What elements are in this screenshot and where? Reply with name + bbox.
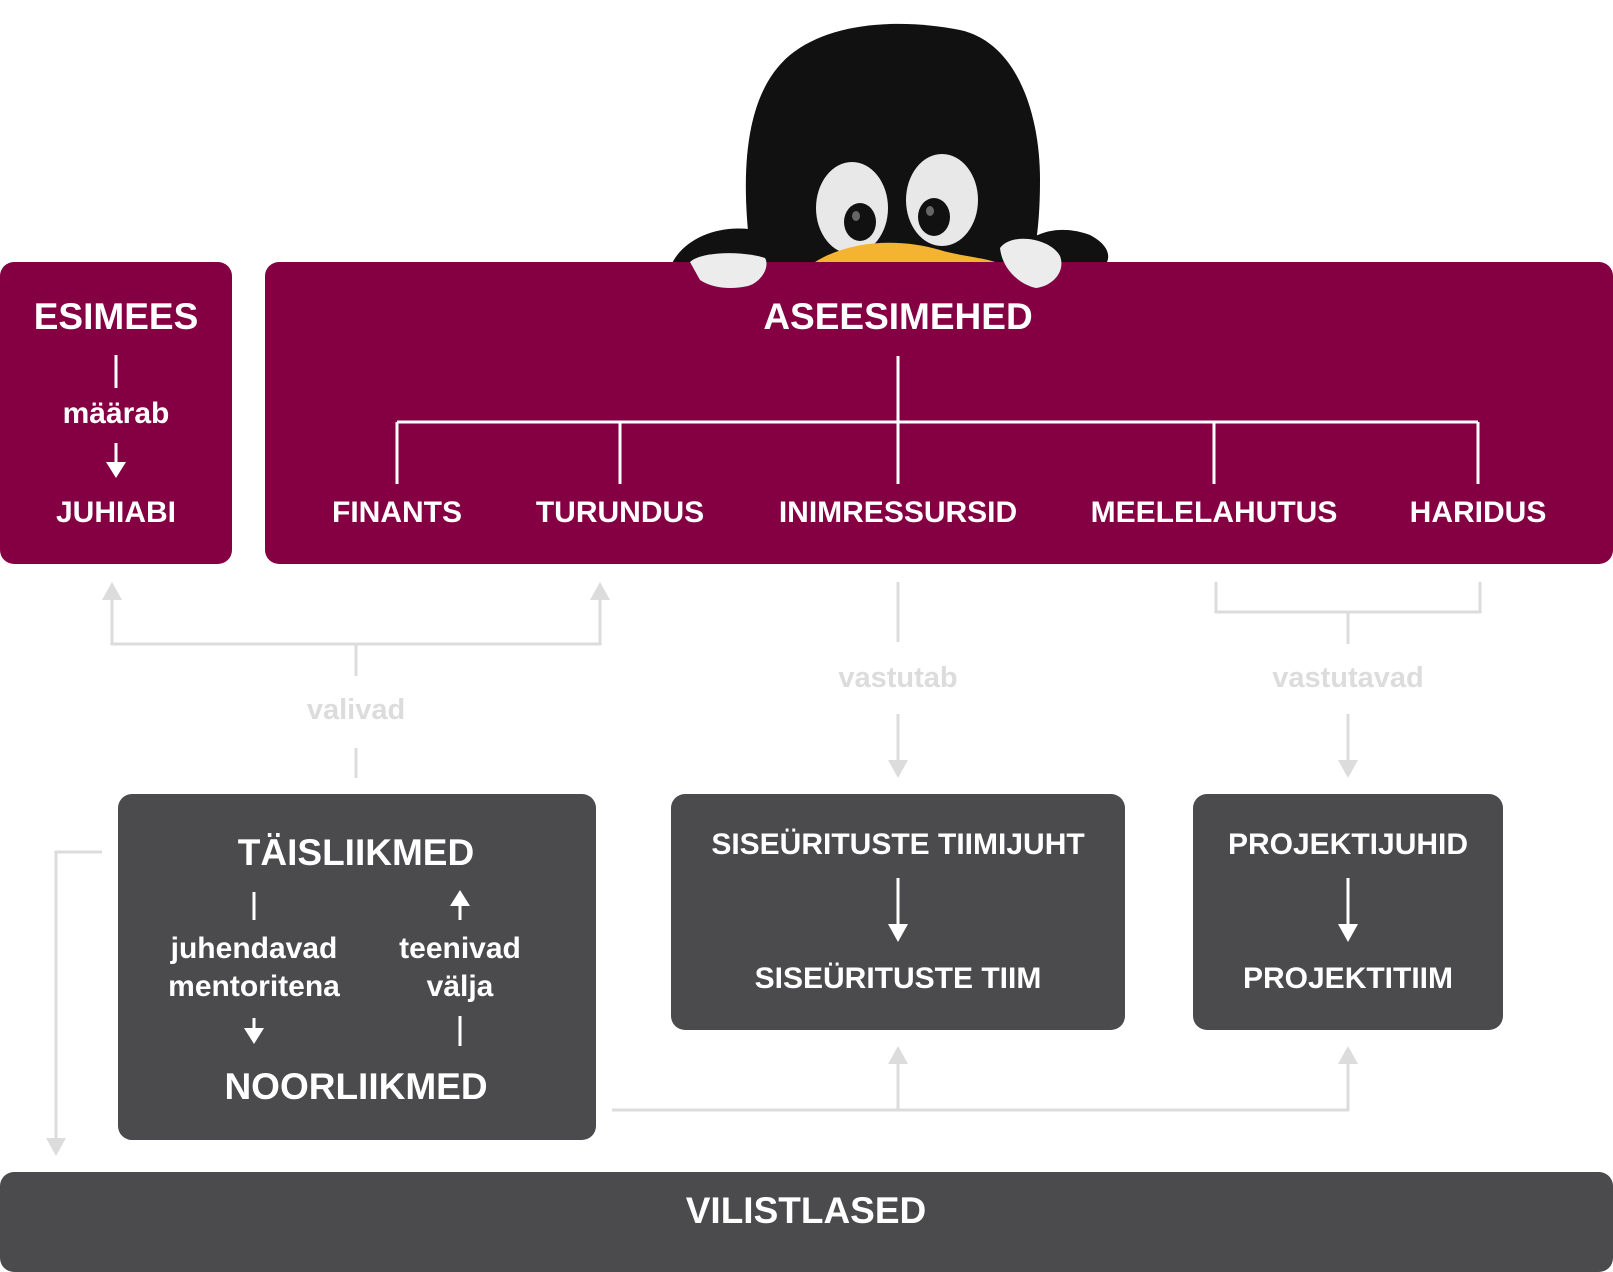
events-team-title: SISEÜRITUSTE TIIM	[754, 962, 1042, 995]
elect-label: valivad	[306, 694, 406, 726]
alumni-left-connector	[54, 850, 102, 1140]
area-meelelahutus: MEELELAHUTUS	[1090, 496, 1338, 529]
responsible-plural-arrow	[1338, 760, 1358, 778]
responsible-plural-label: vastutavad	[1272, 662, 1424, 694]
earn-label-2: välja	[426, 970, 494, 1003]
chair-relation: määrab	[62, 397, 170, 430]
mentor-arrow-head	[244, 1028, 264, 1044]
alumni-left-arrow	[46, 1138, 66, 1156]
projects-team-title: PROJEKTITIIM	[1242, 962, 1454, 995]
responsible-plural-connector	[1214, 582, 1482, 762]
area-haridus: HARIDUS	[1409, 496, 1547, 529]
elect-arrow-left	[102, 582, 122, 600]
projects-up-arrow	[1338, 1046, 1358, 1064]
events-up-arrow	[888, 1046, 908, 1064]
chair-box	[0, 262, 232, 564]
projects-lead-title: PROJEKTIJUHID	[1227, 828, 1469, 861]
elect-arrow-right	[590, 582, 610, 600]
mentor-label-2: mentoritena	[168, 970, 340, 1003]
junior-to-teams-connector	[612, 1062, 1350, 1112]
vice-chairs-box	[265, 262, 1613, 564]
vice-chairs-title: ASEESIMEHED	[763, 296, 1033, 337]
responsible-single-arrow	[888, 760, 908, 778]
area-inimressursid: INIMRESSURSID	[778, 496, 1018, 529]
chair-arrow-head	[106, 462, 126, 478]
alumni-label: VILISTLASED	[685, 1190, 927, 1231]
elect-connector	[110, 596, 602, 778]
junior-members-title: NOORLIIKMED	[224, 1066, 488, 1107]
area-finants: FINANTS	[332, 496, 462, 529]
penguin-paws-icon	[690, 238, 1062, 288]
area-turundus: TURUNDUS	[535, 496, 705, 529]
members-box	[118, 794, 596, 1140]
earn-arrow-head	[450, 890, 470, 906]
events-lead-title: SISEÜRITUSTE TIIMIJUHT	[711, 828, 1085, 861]
assistant-title: JUHIABI	[55, 496, 177, 529]
responsible-single-label: vastutab	[838, 662, 958, 694]
mentor-label-1: juhendavad	[170, 932, 338, 965]
earn-label-1: teenivad	[399, 932, 521, 965]
chair-title: ESIMEES	[33, 296, 199, 337]
full-members-title: TÄISLIIKMED	[237, 832, 475, 873]
